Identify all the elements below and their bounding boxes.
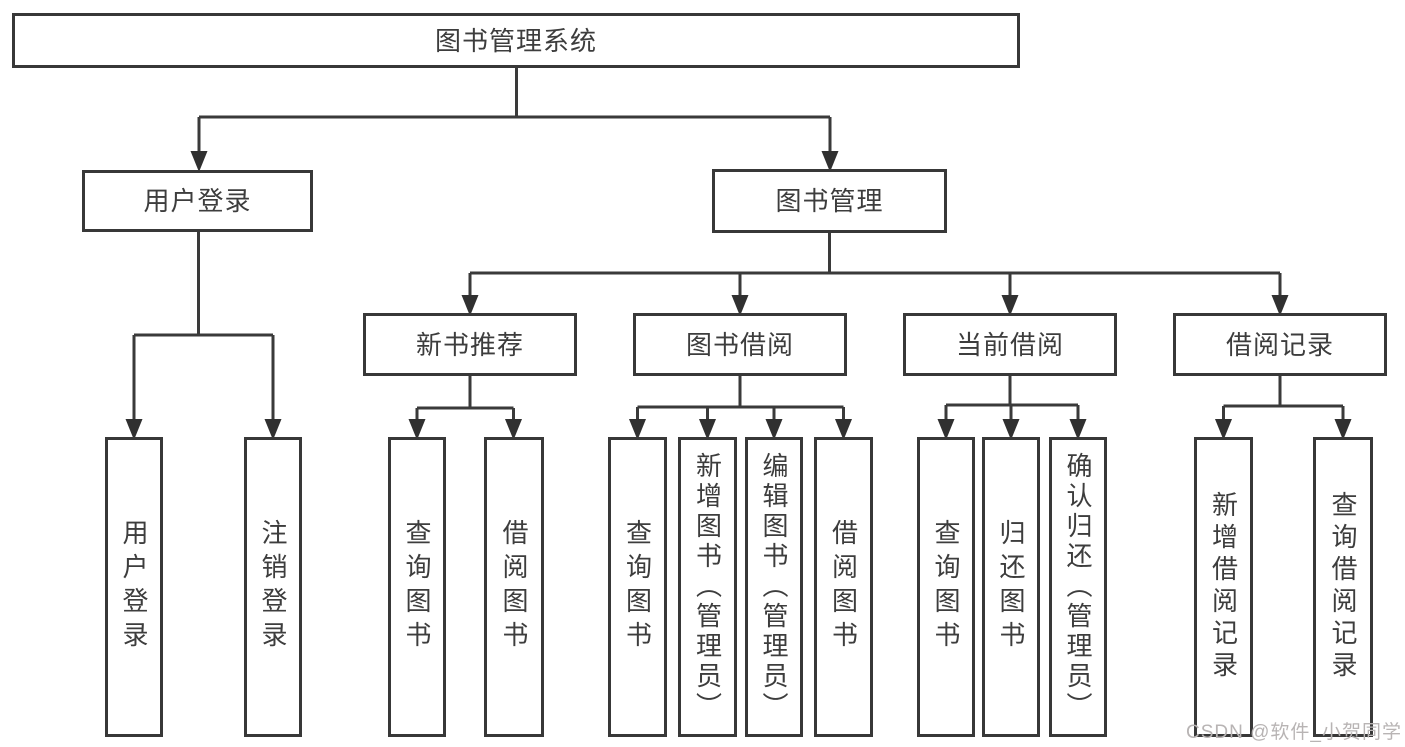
node-new-book-recommend-label: 新书推荐: [415, 329, 524, 360]
leaf-confirm-return: 确认归还（管理员）: [1049, 437, 1107, 737]
leaf-logout-label: 注销登录: [258, 519, 288, 655]
leaf-add-book: 新增图书（管理员）: [678, 437, 737, 737]
leaf-user-login: 用户登录: [105, 437, 163, 737]
node-book-management: 图书管理: [712, 169, 947, 233]
leaf-query-book-2-label: 查询图书: [622, 519, 653, 655]
leaf-borrow-book-2: 借阅图书: [814, 437, 873, 737]
leaf-query-book-1-label: 查询图书: [402, 519, 432, 655]
node-root-label: 图书管理系统: [434, 25, 597, 56]
leaf-logout: 注销登录: [244, 437, 302, 737]
leaf-query-book-2: 查询图书: [608, 437, 667, 737]
leaf-edit-book-label: 编辑图书（管理员）: [759, 452, 789, 722]
leaf-query-borrow-record: 查询借阅记录: [1313, 437, 1373, 737]
leaf-confirm-return-label: 确认归还（管理员）: [1063, 452, 1093, 722]
leaf-add-borrow-record: 新增借阅记录: [1194, 437, 1253, 737]
node-book-borrow: 图书借阅: [633, 313, 847, 376]
leaf-query-book-1: 查询图书: [388, 437, 446, 737]
leaf-add-borrow-record-label: 新增借阅记录: [1208, 491, 1239, 683]
leaf-edit-book: 编辑图书（管理员）: [745, 437, 803, 737]
leaf-query-book-3: 查询图书: [917, 437, 975, 737]
node-user-login: 用户登录: [82, 170, 313, 232]
node-book-borrow-label: 图书借阅: [685, 329, 794, 360]
leaf-borrow-book-1: 借阅图书: [484, 437, 544, 737]
leaf-borrow-book-2-label: 借阅图书: [828, 519, 859, 655]
leaf-return-book: 归还图书: [982, 437, 1040, 737]
leaf-return-book-label: 归还图书: [996, 519, 1026, 655]
leaf-borrow-book-1-label: 借阅图书: [499, 519, 529, 655]
leaf-query-borrow-record-label: 查询借阅记录: [1328, 491, 1358, 683]
node-new-book-recommend: 新书推荐: [363, 313, 577, 376]
leaf-query-book-3-label: 查询图书: [931, 519, 961, 655]
node-book-management-label: 图书管理: [775, 186, 884, 216]
node-user-login-label: 用户登录: [143, 186, 252, 216]
node-borrow-record: 借阅记录: [1173, 313, 1387, 376]
node-borrow-record-label: 借阅记录: [1225, 329, 1334, 360]
leaf-user-login-label: 用户登录: [119, 519, 149, 655]
node-current-borrow-label: 当前借阅: [955, 329, 1064, 360]
csdn-watermark: CSDN @软件_小贺同学: [1186, 722, 1402, 743]
node-root: 图书管理系统: [12, 13, 1020, 68]
leaf-add-book-label: 新增图书（管理员）: [692, 452, 723, 722]
node-current-borrow: 当前借阅: [903, 313, 1117, 376]
